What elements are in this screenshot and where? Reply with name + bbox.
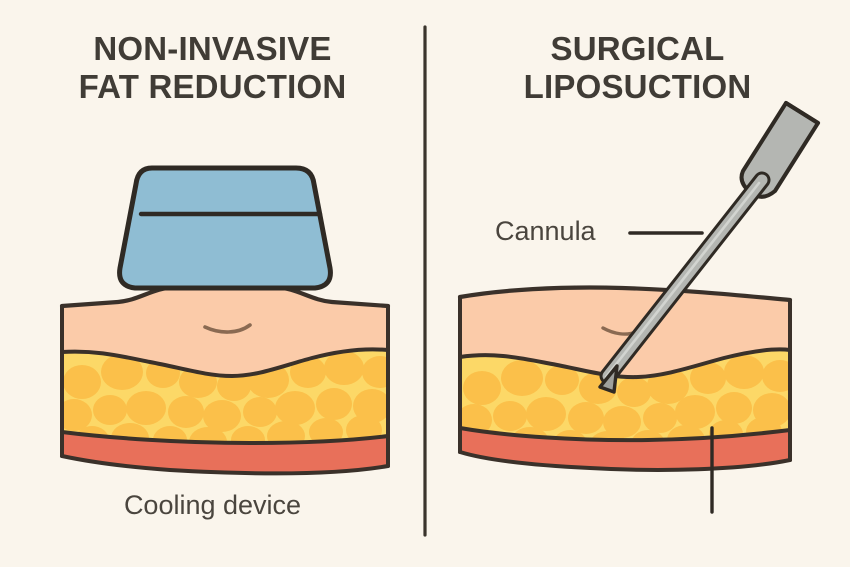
caption-cannula: Cannula [495,216,596,246]
skin-surface-outline-right [457,285,793,303]
right-tissue-block [457,285,793,472]
cannula-handle-top-edge [784,101,820,125]
cannula-tip-bevel [598,364,619,394]
applicator-body [117,165,333,291]
cooling-device-applicator [117,165,333,291]
muscle-bottom-outline-right [458,450,792,472]
panel-title-left: NON-INVASIVE FAT REDUCTION [78,30,347,105]
panel-title-right: SURGICAL LIPOSUCTION [523,30,752,105]
left-tissue-block [59,284,391,476]
left-panel-illustration [59,165,391,476]
fat-boundary-outline-right [458,347,792,380]
fat-boundary-outline-left [60,347,390,379]
cannula-instrument [598,101,820,394]
muscle-boundary-outline-right [458,426,792,443]
right-panel-illustration [457,101,820,514]
navel-icon [203,323,252,334]
muscle-boundary-outline-left [60,430,390,446]
cannula-shaft-highlight [604,181,761,379]
caption-cooling-device: Cooling device [123,490,302,520]
muscle-bottom-outline-left [60,454,390,476]
